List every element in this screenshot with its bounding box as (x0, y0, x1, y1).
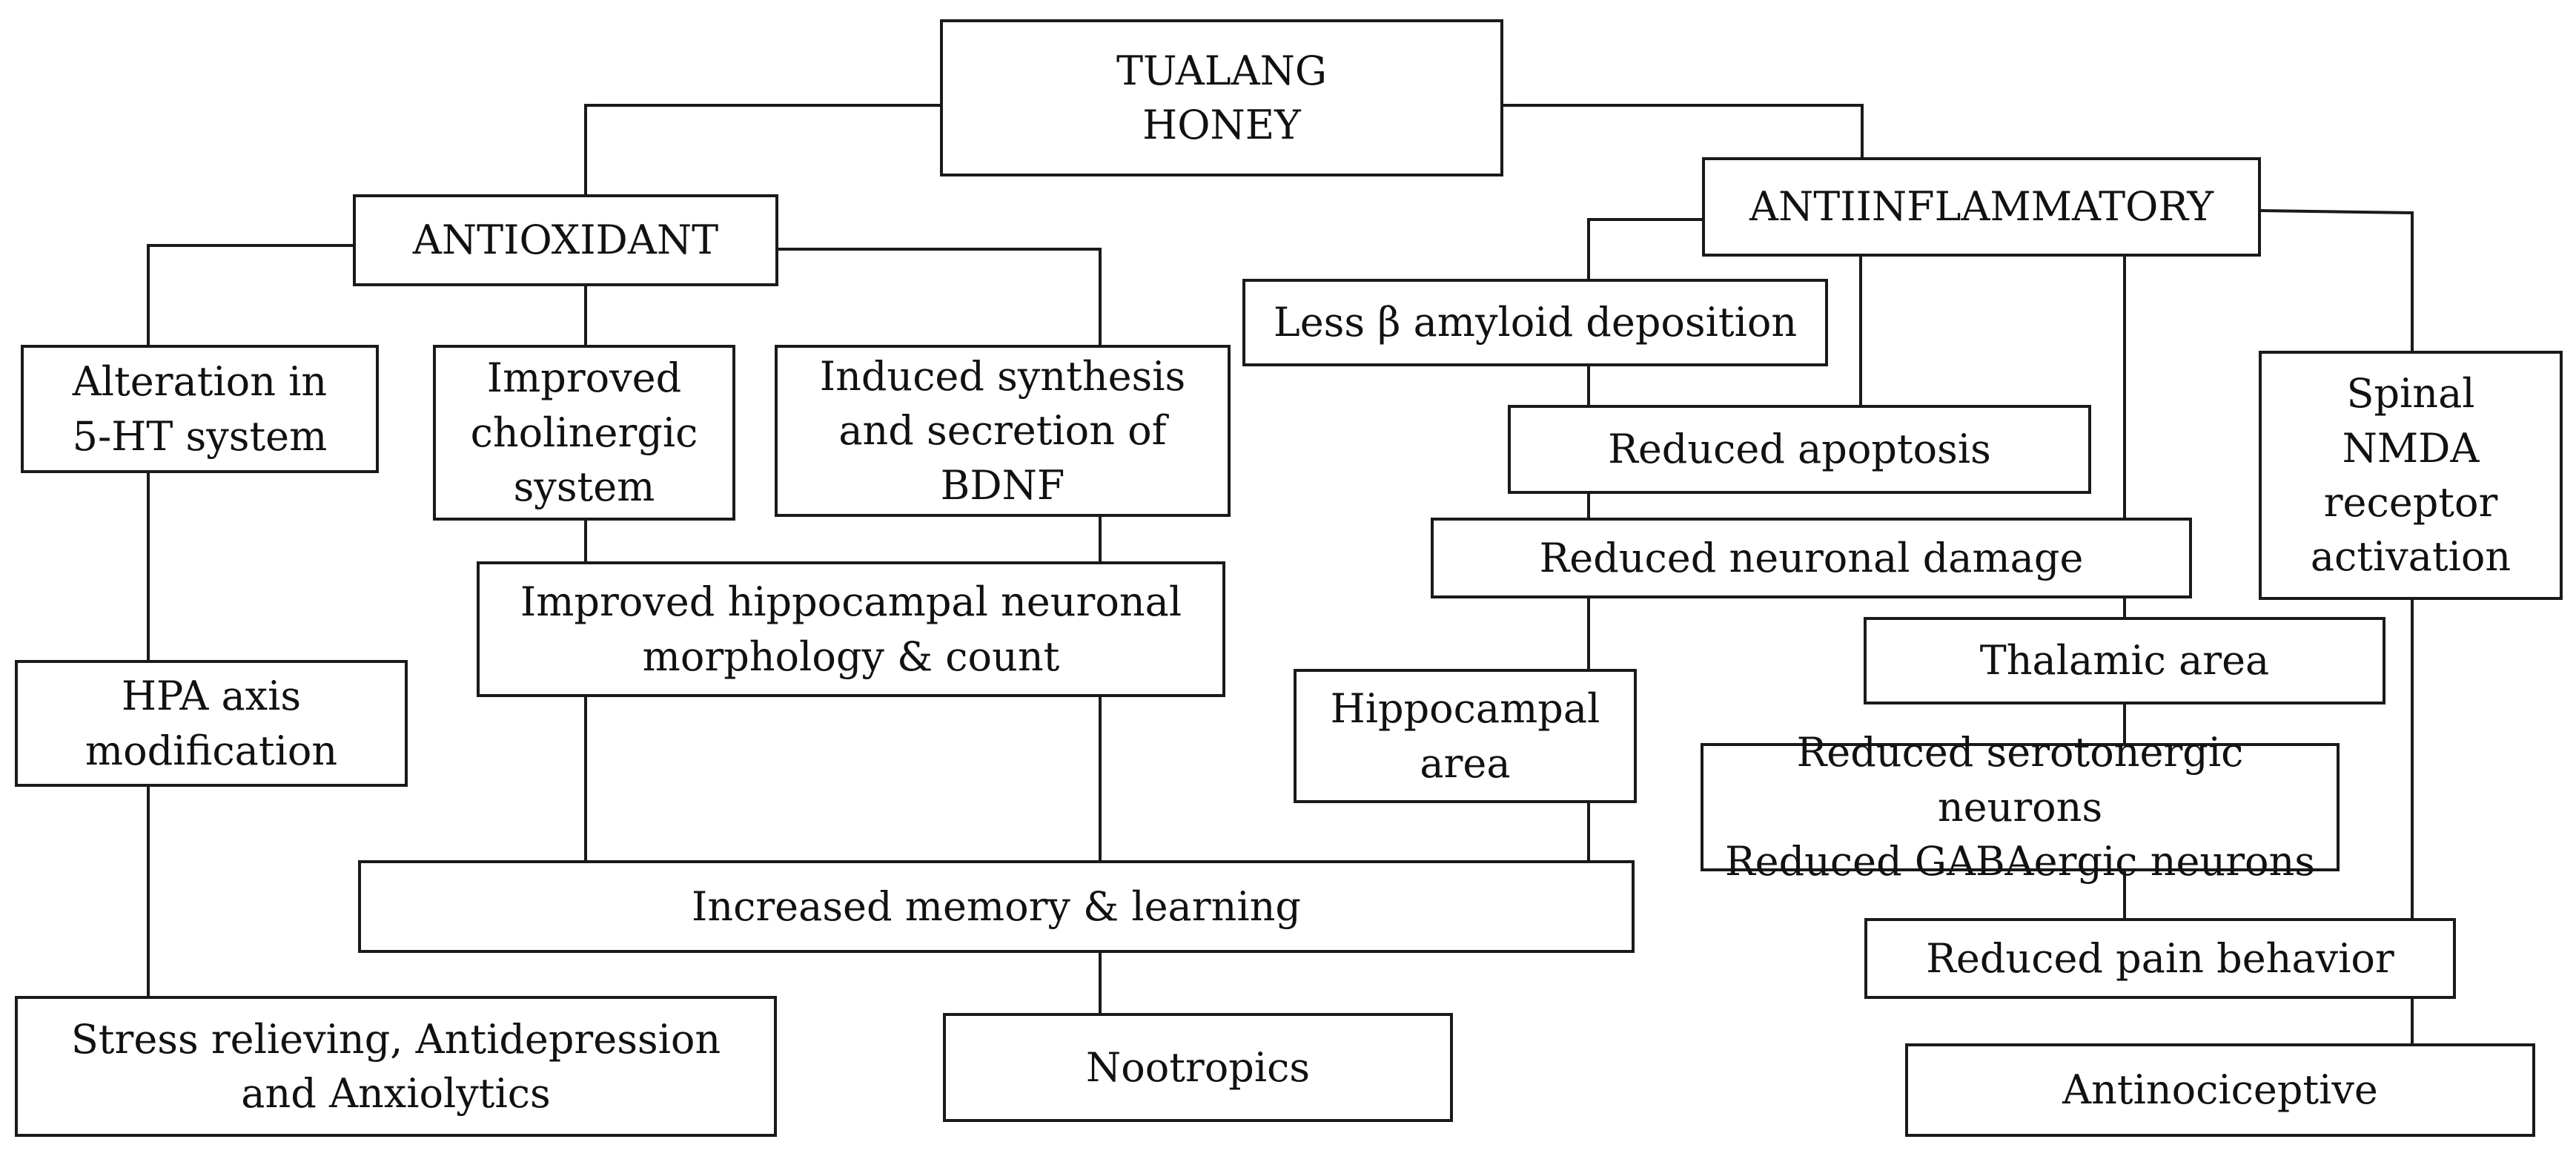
stress-relieving-label: Stress relieving, Antidepression and Anx… (70, 1015, 721, 1117)
pain-behavior-label: Reduced pain behavior (1926, 934, 2394, 982)
cholinergic-label: Improved cholinergic system (470, 354, 698, 511)
reduced-neurons-label: Reduced serotonergic neurons Reduced GAB… (1724, 729, 2316, 885)
connector-tualang-antioxidant (584, 104, 940, 194)
antioxidant-node: ANTIOXIDANT (353, 194, 778, 286)
amyloid-node: Less β amyloid deposition (1242, 279, 1828, 366)
apoptosis-label: Reduced apoptosis (1608, 426, 1991, 473)
hippocampal-morphology-node: Improved hippocampal neuronal morphology… (477, 561, 1225, 697)
connector-antioxidant-alteration (147, 244, 353, 345)
hpa-axis-node: HPA axis modification (15, 660, 408, 787)
apoptosis-node: Reduced apoptosis (1508, 405, 2091, 494)
thalamic-area-node: Thalamic area (1864, 617, 2385, 704)
antinociceptive-label: Antinociceptive (2062, 1066, 2378, 1114)
nootropics-label: Nootropics (1085, 1043, 1311, 1091)
antiinflammatory-node: ANTIINFLAMMATORY (1702, 157, 2261, 257)
stress-relieving-node: Stress relieving, Antidepression and Anx… (15, 996, 777, 1137)
antinociceptive-node: Antinociceptive (1905, 1043, 2535, 1137)
antioxidant-label: ANTIOXIDANT (412, 217, 719, 264)
reduced-neurons-node: Reduced serotonergic neurons Reduced GAB… (1701, 729, 2340, 885)
spinal-nmda-node: Spinal NMDA receptor activation (2259, 351, 2563, 600)
hpa-axis-label: HPA axis modification (85, 673, 338, 774)
tualang-honey-node: TUALANG HONEY (940, 19, 1503, 176)
bdnf-node: Induced synthesis and secretion of BDNF (775, 345, 1231, 517)
amyloid-label: Less β amyloid deposition (1273, 299, 1798, 346)
hippocampal-area-label: Hippocampal area (1330, 685, 1600, 787)
memory-learning-node: Increased memory & learning (358, 860, 1635, 953)
connector-antiinflammatory-amyloid (1587, 218, 1702, 279)
connector-antiinflammatory-spinal (2260, 209, 2414, 351)
connector-antioxidant-bdnf (778, 248, 1102, 345)
nootropics-node: Nootropics (943, 1013, 1453, 1122)
memory-learning-label: Increased memory & learning (692, 882, 1301, 930)
connector-tualang-antiinflammatory (1503, 104, 1864, 157)
antiinflammatory-label: ANTIINFLAMMATORY (1749, 183, 2214, 231)
alteration-5ht-node: Alteration in 5-HT system (21, 345, 379, 473)
hippocampal-area-node: Hippocampal area (1294, 669, 1637, 803)
cholinergic-node: Improved cholinergic system (433, 345, 735, 521)
alteration-5ht-label: Alteration in 5-HT system (72, 358, 328, 460)
hippocampal-morphology-label: Improved hippocampal neuronal morphology… (520, 578, 1182, 680)
spinal-nmda-label: Spinal NMDA receptor activation (2310, 370, 2512, 581)
neuronal-damage-node: Reduced neuronal damage (1431, 518, 2192, 598)
tualang-honey-label: TUALANG HONEY (1116, 47, 1328, 148)
pain-behavior-node: Reduced pain behavior (1864, 918, 2456, 999)
thalamic-area-label: Thalamic area (1979, 637, 2270, 684)
bdnf-label: Induced synthesis and secretion of BDNF (819, 352, 1186, 509)
neuronal-damage-label: Reduced neuronal damage (1539, 534, 2084, 581)
